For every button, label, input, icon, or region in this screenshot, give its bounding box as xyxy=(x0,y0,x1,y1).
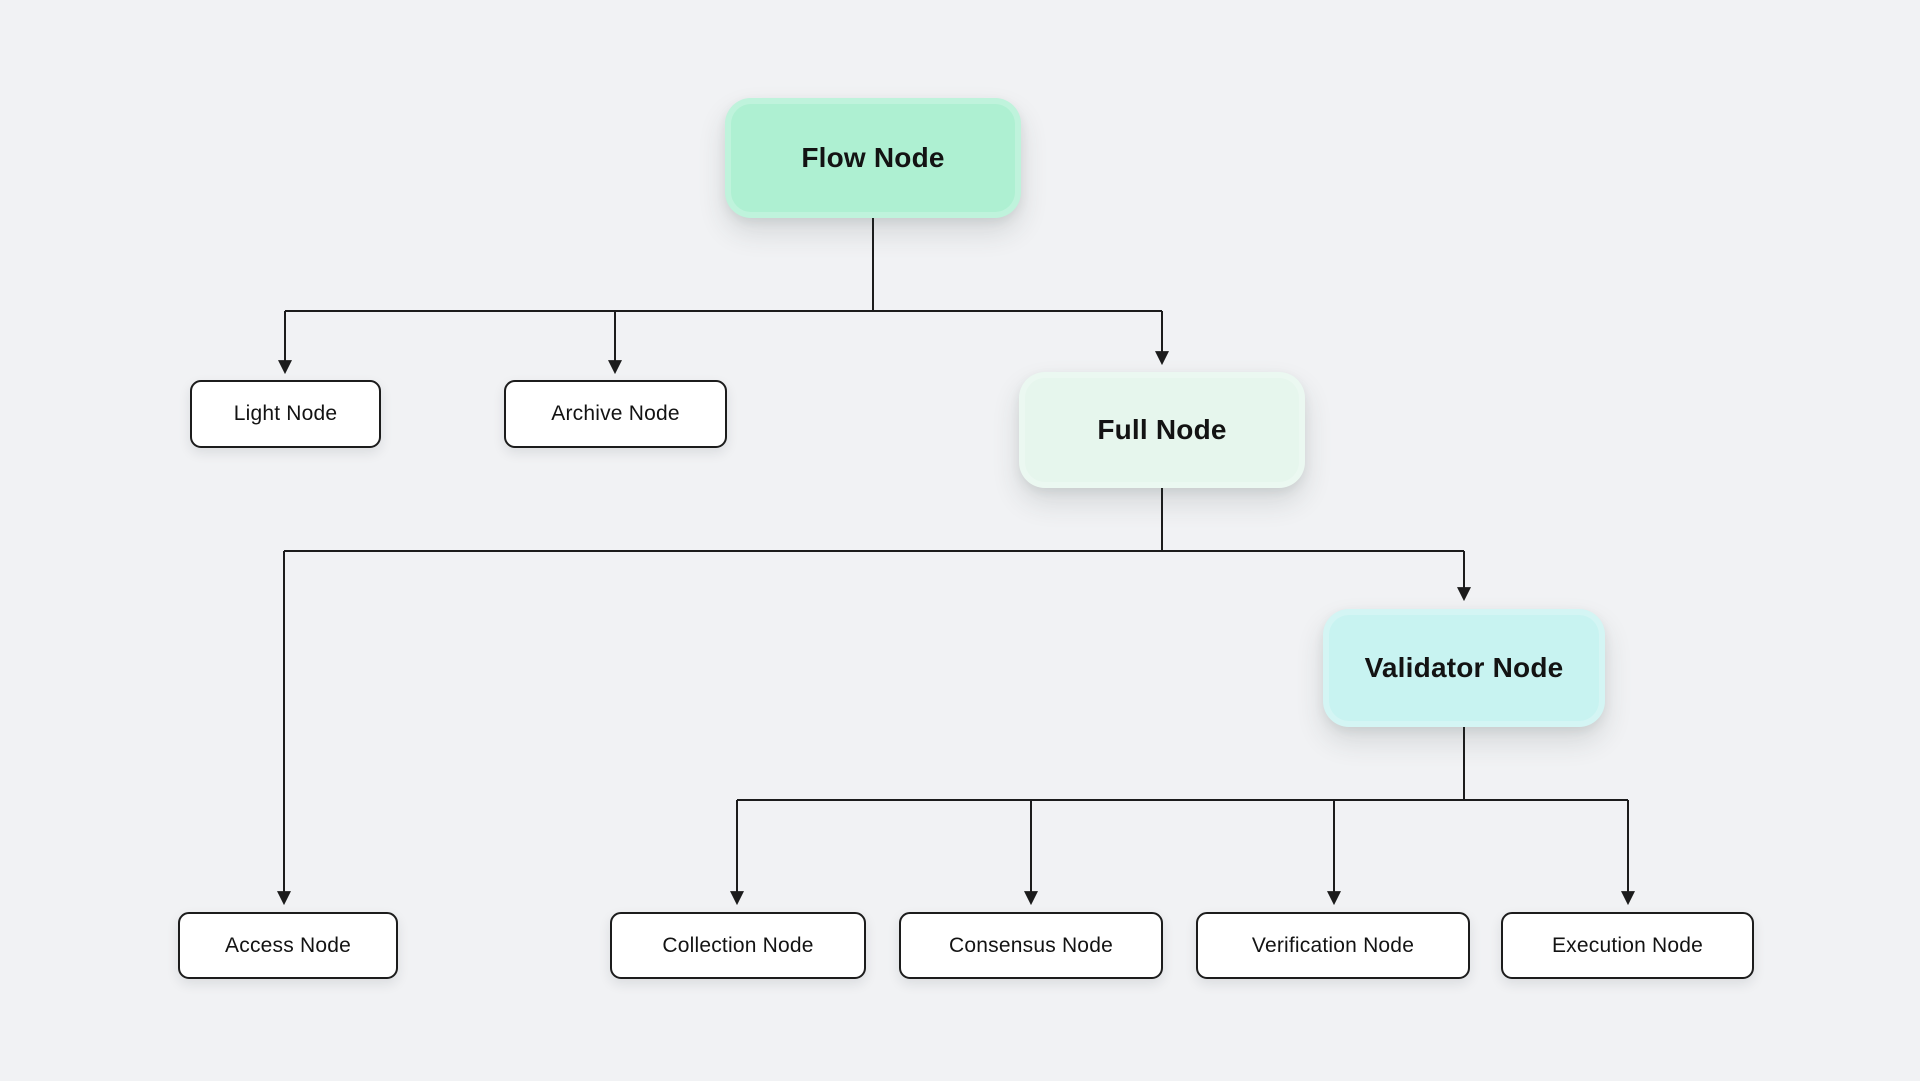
node-label: Archive Node xyxy=(551,402,680,425)
node-archive-node: Archive Node xyxy=(504,380,727,448)
node-label: Verification Node xyxy=(1251,933,1415,957)
node-label: Collection Node xyxy=(662,933,814,957)
node-collection-node: Collection Node xyxy=(610,912,866,979)
node-access-node: Access Node xyxy=(178,912,398,979)
node-validator-node: Validator Node xyxy=(1323,609,1605,727)
node-verification-node: Verification Node xyxy=(1196,912,1470,979)
node-label: Validator Node xyxy=(1364,652,1564,683)
node-label: Access Node xyxy=(225,933,351,957)
node-label: Execution Node xyxy=(1551,933,1704,957)
node-light-node: Light Node xyxy=(190,380,381,448)
node-label: Light Node xyxy=(233,402,338,425)
node-label: Flow Node xyxy=(801,142,945,173)
node-consensus-node: Consensus Node xyxy=(899,912,1163,979)
node-flow-node: Flow Node xyxy=(725,98,1021,218)
node-execution-node: Execution Node xyxy=(1501,912,1754,979)
node-full-node: Full Node xyxy=(1019,372,1305,488)
node-label: Consensus Node xyxy=(949,933,1113,957)
node-label: Full Node xyxy=(1097,414,1227,445)
